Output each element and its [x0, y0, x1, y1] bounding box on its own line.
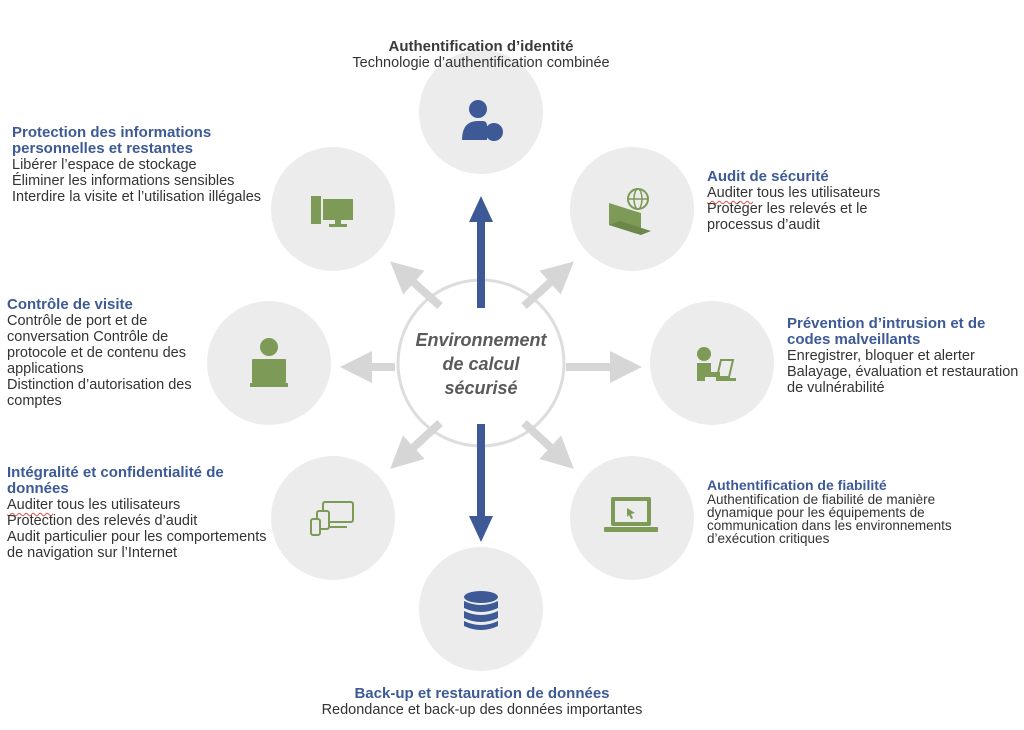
node-top-line: Technologie d’authentification combinée — [352, 55, 610, 71]
node-bottom-text: Back-up et restauration de données Redon… — [262, 685, 702, 719]
center-label-line: Environnement — [415, 330, 547, 350]
arrow-up-right — [521, 261, 574, 309]
desktop-computer-icon — [311, 196, 353, 227]
node-top-right-text: Audit de sécurité Auditer tous les utili… — [707, 168, 927, 234]
node-bottom-left-circle — [271, 456, 395, 580]
multi-device-icon — [310, 501, 354, 536]
center-label-line: sécurisé — [444, 378, 518, 398]
node-left-line: Distinction d’autorisation des comptes — [7, 377, 192, 409]
node-top-right-line: tous les utilisateurs — [752, 185, 881, 201]
node-bottom-left-line: Audit particulier pour les comportements… — [7, 529, 267, 561]
arrow-up — [469, 196, 493, 308]
user-shield-icon — [462, 100, 503, 141]
node-left-title: Contrôle de visite — [7, 296, 133, 313]
node-bottom-line: Redondance et back-up des données import… — [321, 702, 643, 718]
node-top-right-circle — [570, 147, 694, 271]
user-terminal-icon — [250, 338, 288, 387]
node-left-line: Contrôle de port et de conversation Cont… — [7, 313, 186, 377]
database-icon — [464, 591, 498, 630]
node-top-left-line: Éliminer les informations sensibles — [12, 173, 235, 189]
node-top-right-title: Audit de sécurité — [707, 168, 829, 185]
node-right-line: Balayage, évaluation et restauration de … — [787, 364, 1019, 396]
node-bottom-left-line: tous les utilisateurs — [52, 497, 181, 513]
laptop-globe-icon — [609, 188, 651, 235]
arrow-down-right — [521, 420, 574, 469]
node-bottom-right-title: Authentification de fiabilité — [707, 477, 887, 493]
node-top-left-title: Protection des informations personnelles… — [12, 124, 212, 157]
node-right-circle — [650, 301, 774, 425]
node-top-right-line: Protéger les relevés et le processus d’a… — [707, 201, 868, 233]
node-bottom-title: Back-up et restauration de données — [354, 685, 610, 702]
node-top-left-line: Libérer l’espace de stockage — [12, 157, 197, 173]
node-right-text: Prévention d’intrusion et de codes malve… — [787, 315, 1019, 397]
person-at-laptop-icon — [697, 347, 736, 381]
laptop-cursor-icon — [604, 497, 658, 532]
node-right-line: Enregistrer, bloquer et alerter — [787, 348, 975, 364]
arrow-down — [469, 424, 493, 542]
node-bottom-left-text: Intégralité et confidentialité de donnée… — [7, 464, 269, 562]
center-label: Environnement de calcul sécurisé — [391, 328, 571, 400]
node-top-left-text: Protection des informations personnelles… — [12, 124, 267, 206]
node-bottom-right-text: Authentification de fiabilité Authentifi… — [707, 477, 957, 546]
node-top-title: Authentification d’identité — [388, 38, 574, 55]
node-bottom-left-line: Protection des relevés d’audit — [7, 513, 198, 529]
node-top-text: Authentification d’identité Technologie … — [300, 38, 662, 72]
arrow-up-left — [390, 261, 443, 309]
spellcheck-word: Auditer — [7, 497, 53, 513]
spellcheck-word: Auditer — [707, 185, 753, 201]
node-top-left-line: Interdire la visite et l’utilisation ill… — [12, 189, 262, 205]
arrow-down-left — [390, 420, 443, 469]
node-bottom-left-title: Intégralité et confidentialité de donnée… — [7, 464, 224, 497]
node-bottom-right-line: Authentification de fiabilité de manière… — [707, 492, 952, 546]
center-label-line: de calcul — [442, 354, 520, 374]
node-right-title: Prévention d’intrusion et de codes malve… — [787, 315, 986, 348]
node-left-text: Contrôle de visite Contrôle de port et d… — [7, 296, 202, 410]
